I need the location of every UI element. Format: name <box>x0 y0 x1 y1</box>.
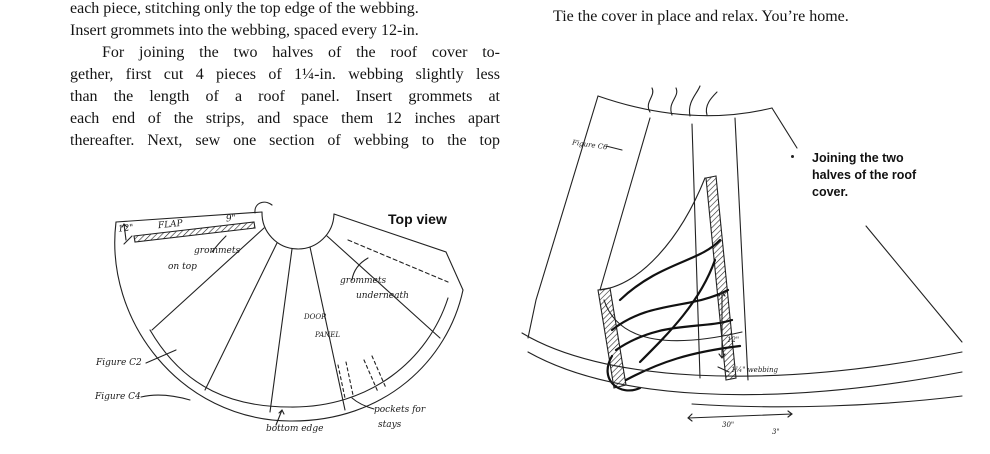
text-line: gether, first cut 4 pieces of 1¼-in. web… <box>70 66 500 83</box>
leader-lines <box>140 235 375 426</box>
top-view-drawing <box>114 201 464 426</box>
right-outer-edge <box>771 107 798 149</box>
label-underneath: underneath <box>356 291 409 301</box>
joining-drawing <box>521 85 963 422</box>
panel-seam <box>151 227 265 331</box>
length-dimension <box>687 410 793 422</box>
panel-seam <box>204 242 278 391</box>
text-line: Tie the cover in place and relax. You’re… <box>553 8 849 25</box>
flap-bottom <box>603 299 743 342</box>
top-edge <box>597 95 773 117</box>
right-half-edge <box>734 117 749 381</box>
panel-seam <box>326 235 441 339</box>
left-half-edge <box>599 117 651 291</box>
webbing-strip-right <box>705 175 737 381</box>
caption-line: cover. <box>812 185 849 199</box>
label-door: DOOR <box>304 313 327 321</box>
top-ties <box>647 85 718 117</box>
label-grommets-top: grommets <box>194 246 241 256</box>
caption-line: Joining the two <box>812 151 904 165</box>
base-band-lower <box>527 351 963 396</box>
flap-curve <box>599 177 706 291</box>
figure-c6-leader <box>605 145 623 151</box>
caption-marker <box>791 155 794 158</box>
label-flap-width: 12" <box>117 223 135 235</box>
bottom-band <box>691 395 963 408</box>
label-grommets-under: grommets <box>340 276 387 286</box>
webbing-strip-left <box>597 287 627 389</box>
stay-pockets <box>337 355 387 399</box>
top-view-title: Top view <box>388 211 447 227</box>
right-column-text: Tie the cover in place and relax. You’re… <box>553 6 953 28</box>
grommet-strip <box>133 221 256 243</box>
grommets-underneath-line <box>347 239 449 283</box>
left-outer-edge <box>527 95 599 339</box>
top-edge-right <box>333 213 464 291</box>
webbing-leader <box>717 366 730 373</box>
label-stays: stays <box>378 420 402 430</box>
panel-seam <box>309 246 346 411</box>
figure-caption: Joining the two halves of the roof cover… <box>812 150 982 201</box>
text-line: each end of the strips, and space them 1… <box>70 110 500 127</box>
label-figure-c2: Figure C2 <box>96 358 142 368</box>
center-seam <box>691 123 701 379</box>
label-bottom-edge: bottom edge <box>266 424 324 434</box>
outer-edge <box>114 221 464 422</box>
label-spacing: 12" <box>727 336 740 344</box>
text-line: For joining the two halves of the roof c… <box>102 44 500 61</box>
bottom-edge-band <box>149 297 449 408</box>
label-pockets-for: pockets for <box>374 405 426 415</box>
caption-line: halves of the roof <box>812 168 917 182</box>
tie-loop <box>254 201 273 214</box>
lacing <box>606 238 742 392</box>
label-overlap: 3" <box>772 428 780 436</box>
text-line: Insert grommets into the webbing, spaced… <box>70 22 419 39</box>
text-line: thereafter. Next, sew one section of web… <box>70 132 500 149</box>
spacing-dimension <box>718 291 726 359</box>
label-webbing: 1¼" webbing <box>731 366 779 374</box>
label-on-top: on top <box>168 262 197 272</box>
smoke-hole <box>261 211 335 250</box>
top-edge-left <box>115 211 263 223</box>
left-column-text: each piece, stitching only the top edge … <box>70 0 500 152</box>
label-figure-c4: Figure C4 <box>95 392 141 402</box>
right-outer-edge-lower <box>865 225 963 343</box>
flap-dimension <box>121 223 128 241</box>
flap-line <box>123 235 133 245</box>
label-length: 30" <box>722 421 735 429</box>
panel-seam <box>269 248 293 413</box>
label-flap-end: 9" <box>225 213 237 225</box>
text-line: than the length of a roof panel. Insert … <box>70 88 500 105</box>
text-line: each piece, stitching only the top edge … <box>70 0 419 17</box>
base-band-upper <box>521 332 963 377</box>
label-panel: PANEL <box>315 331 341 339</box>
